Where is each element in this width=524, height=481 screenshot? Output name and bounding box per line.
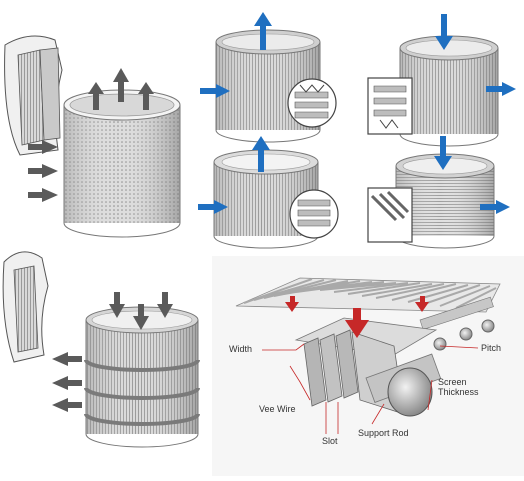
support-rod-end — [388, 368, 432, 416]
ring-middle-right — [368, 136, 510, 248]
cylinder-outside-in-left — [5, 36, 180, 237]
label-pitch: Pitch — [481, 343, 501, 353]
zoom-detail-inset — [368, 188, 412, 242]
wire-profile-detail — [5, 36, 62, 155]
label-thickness: Thickness — [438, 387, 479, 397]
screen-cylinder — [64, 90, 180, 237]
label-slot: Slot — [322, 436, 338, 446]
cylinder-top-middle — [200, 12, 336, 142]
arrow-gray-icon — [28, 188, 58, 202]
arrow-gray-icon — [52, 376, 82, 390]
cylinder-banded-bottom-left — [3, 252, 198, 447]
label-support-rod: Support Rod — [358, 428, 409, 438]
label-screen: Screen — [438, 377, 467, 387]
label-vee-wire: Vee Wire — [259, 404, 296, 414]
zoom-detail-inset — [368, 78, 412, 134]
flow-out-arrows — [52, 352, 82, 412]
wire-profile-detail — [3, 252, 48, 362]
arrow-gray-icon — [52, 398, 82, 412]
vee-wire-section — [296, 318, 441, 416]
cylinder-top-right — [368, 14, 516, 146]
arrow-gray-icon — [52, 352, 82, 366]
arrow-gray-icon — [28, 164, 58, 178]
flat-panel-cross-section: Width Vee Wire Slot Support Rod Screen T… — [212, 256, 524, 476]
label-width: Width — [229, 344, 252, 354]
ring-middle — [198, 136, 338, 248]
